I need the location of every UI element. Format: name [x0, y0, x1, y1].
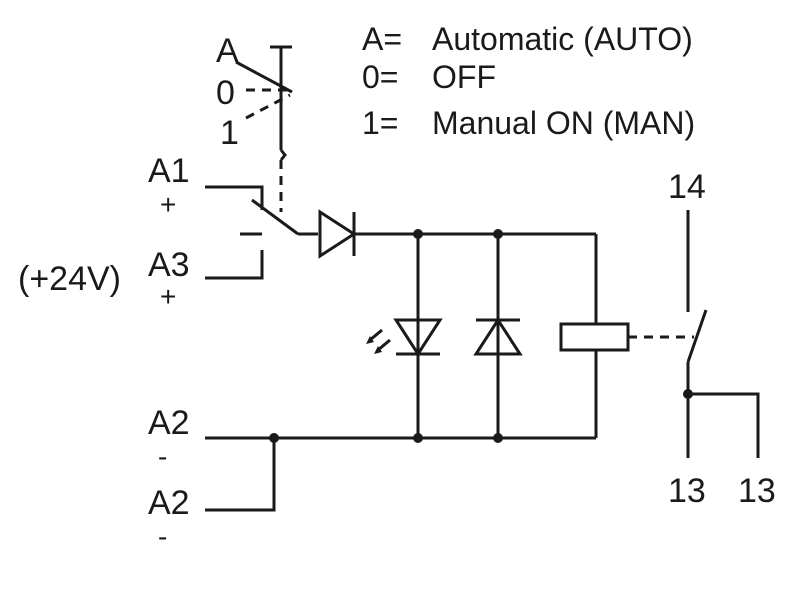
terminal-13-left-label: 13	[668, 472, 706, 510]
terminal-a1-sign: +	[160, 189, 176, 220]
legend-a-key: A=	[362, 21, 402, 57]
coil-branch	[559, 234, 694, 438]
terminal-a2-top-sign: -	[158, 441, 167, 472]
terminal-a3-label: A3	[148, 246, 190, 284]
terminal-a3-sign: +	[160, 281, 176, 312]
junction-led-bottom	[413, 433, 423, 443]
supply-line	[298, 209, 596, 259]
legend-zero-key: 0=	[362, 59, 398, 95]
freewheel-branch	[473, 234, 523, 438]
led-diode	[393, 318, 443, 357]
wire-a3	[205, 250, 264, 280]
legend: A= Automatic (AUTO) 0= OFF 1= Manual ON …	[362, 21, 695, 141]
supply-voltage-label: (+24V)	[18, 260, 121, 298]
junction-freewheel-bottom	[493, 433, 503, 443]
legend-zero-text: OFF	[432, 59, 496, 95]
output-contact-blade	[686, 309, 708, 363]
wire-a2-bottom	[205, 438, 276, 512]
legend-one-text: Manual ON (MAN)	[432, 105, 695, 141]
selector-label-1: 1	[220, 114, 239, 152]
changeover-contact-blade	[251, 198, 299, 236]
freewheel-diode	[473, 317, 523, 356]
selector-coupling	[279, 149, 287, 161]
light-emission-icon	[366, 328, 391, 354]
legend-a-text: Automatic (AUTO)	[432, 21, 693, 57]
legend-one-key: 1=	[362, 105, 398, 141]
series-diode	[318, 209, 357, 259]
input-terminals: A1 + A3 + (+24V)	[18, 152, 299, 312]
terminal-14-label: 14	[668, 168, 706, 206]
relay-coil	[559, 322, 630, 352]
selector-label-a: A	[216, 32, 239, 70]
terminal-a2-bottom-sign: -	[158, 521, 167, 552]
terminal-a2-top-label: A2	[148, 404, 190, 442]
selector-switch: A 0 1	[216, 32, 293, 212]
terminal-a1-label: A1	[148, 152, 190, 190]
selector-arm-auto	[235, 60, 293, 94]
selector-arm-manual	[245, 93, 291, 120]
terminal-a2-bottom-label: A2	[148, 484, 190, 522]
terminal-13-right-label: 13	[738, 472, 776, 510]
negative-rail: A2 - A2 -	[148, 404, 596, 552]
selector-label-0: 0	[216, 74, 235, 112]
led-branch	[366, 234, 443, 438]
output-contact: 14 13 13	[668, 168, 776, 510]
wire-a1	[205, 185, 264, 210]
wire-terminal-13-right	[688, 392, 760, 458]
